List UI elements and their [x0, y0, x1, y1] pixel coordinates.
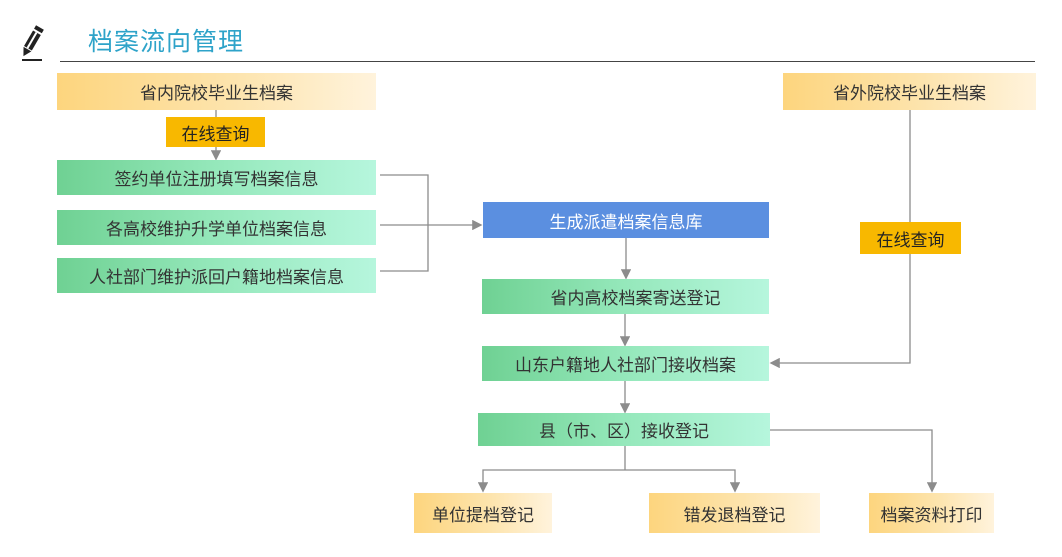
connector-to-misdelivery: [625, 469, 741, 493]
node-print-materials: 档案资料打印: [869, 493, 994, 533]
node-shandong-receive: 山东户籍地人社部门接收档案: [482, 346, 769, 381]
connector-employer-bracket: [380, 174, 429, 272]
connector-to-unit-pickup: [477, 469, 625, 493]
page-title: 档案流向管理: [88, 27, 245, 56]
node-misdelivery-return: 错发退档登记: [649, 493, 820, 533]
node-out-province-grads: 省外院校毕业生档案: [783, 73, 1036, 110]
pencil-icon: [22, 25, 44, 61]
node-generate-db: 生成派遣档案信息库: [483, 202, 769, 238]
node-unit-pickup: 单位提档登记: [414, 493, 552, 533]
connector-county-to-print: [770, 429, 938, 493]
node-online-query-left: 在线查询: [166, 117, 265, 147]
node-employer-register: 签约单位注册填写档案信息: [57, 160, 376, 195]
node-in-province-grads: 省内院校毕业生档案: [57, 73, 376, 110]
connector-right-to-shandong: [769, 254, 911, 369]
node-college-maintain: 各高校维护升学单位档案信息: [57, 210, 376, 245]
node-online-query-right: 在线查询: [860, 222, 961, 254]
title-divider: [60, 61, 1035, 62]
node-county-register: 县（市、区）接收登记: [478, 413, 770, 446]
node-hr-maintain: 人社部门维护派回户籍地档案信息: [57, 258, 376, 293]
node-college-send: 省内高校档案寄送登记: [482, 279, 769, 314]
